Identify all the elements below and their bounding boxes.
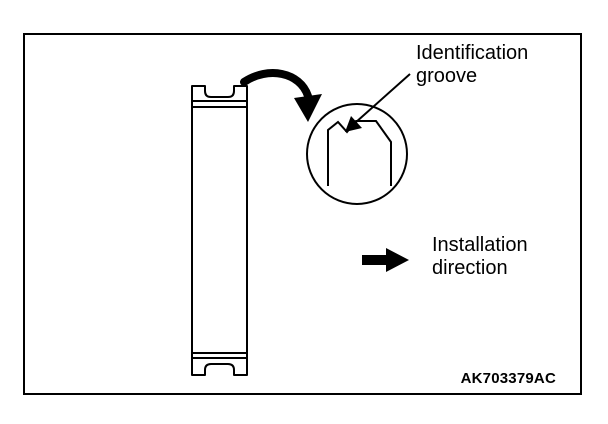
figure-code: AK703379AC [460,370,556,387]
bearing-shell [191,85,248,376]
callout-line-2: groove [416,65,478,87]
legend-line-2: direction [432,257,508,279]
groove-leader [345,73,411,132]
bearing-outline [191,85,248,376]
right-arrow-icon [362,248,409,272]
detail-magnifier [306,103,408,205]
figure-frame [23,33,582,395]
callout-line-1: Identification [416,42,529,64]
legend-line-1: Installation [432,234,528,256]
installation-direction-label: Installation direction [432,234,528,280]
curved-arrow-icon [240,69,322,122]
identification-groove-label: Identification groove [416,42,528,88]
